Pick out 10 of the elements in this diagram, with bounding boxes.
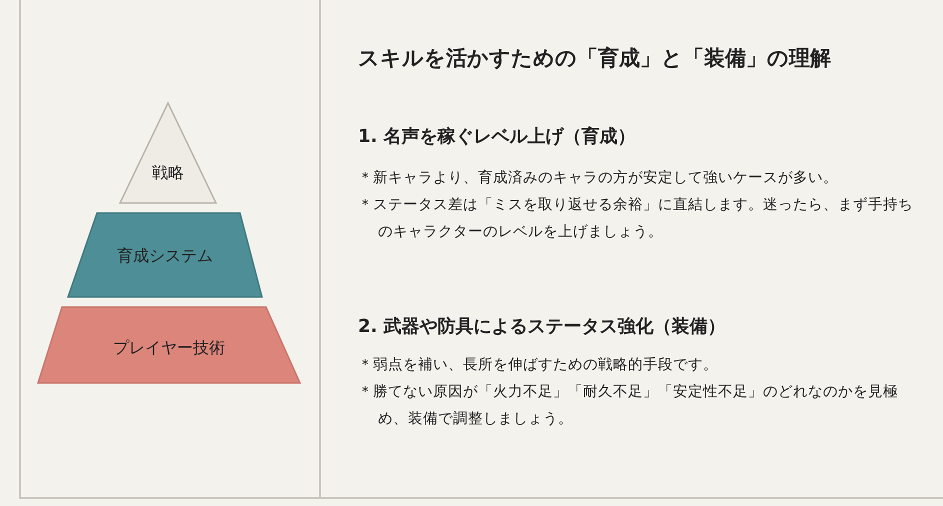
section-heading: 2. 武器や防具によるステータス強化（装備） <box>358 315 726 338</box>
tier-label: プレイヤー技術 <box>112 338 226 359</box>
tier-label: 戦略 <box>151 163 185 184</box>
section-heading: 1. 名声を稼ぐレベル上げ（育成） <box>358 125 636 148</box>
bullet-note: ＊ステータス差は「ミスを取り返せる余裕」に直結します。迷ったら、まず手持ちのキャラクターのレベルを上げましょう。 <box>358 196 914 242</box>
bullet-note: ＊新キャラより、育成済みのキャラの方が安定して強いケースが多い。 <box>358 168 839 188</box>
bullet-note: ＊勝てない原因が「火力不足」「耐久不足」「安定性不足」のどれなのかを見極め、装備で調整しましょう。 <box>358 382 899 429</box>
page-title: スキルを活かすための「育成」と「装備」の理解 <box>358 45 831 72</box>
bullet-note: ＊弱点を補い、長所を伸ばすための戦略的手段です。 <box>358 356 719 375</box>
tier-label: 育成システム <box>116 246 214 267</box>
